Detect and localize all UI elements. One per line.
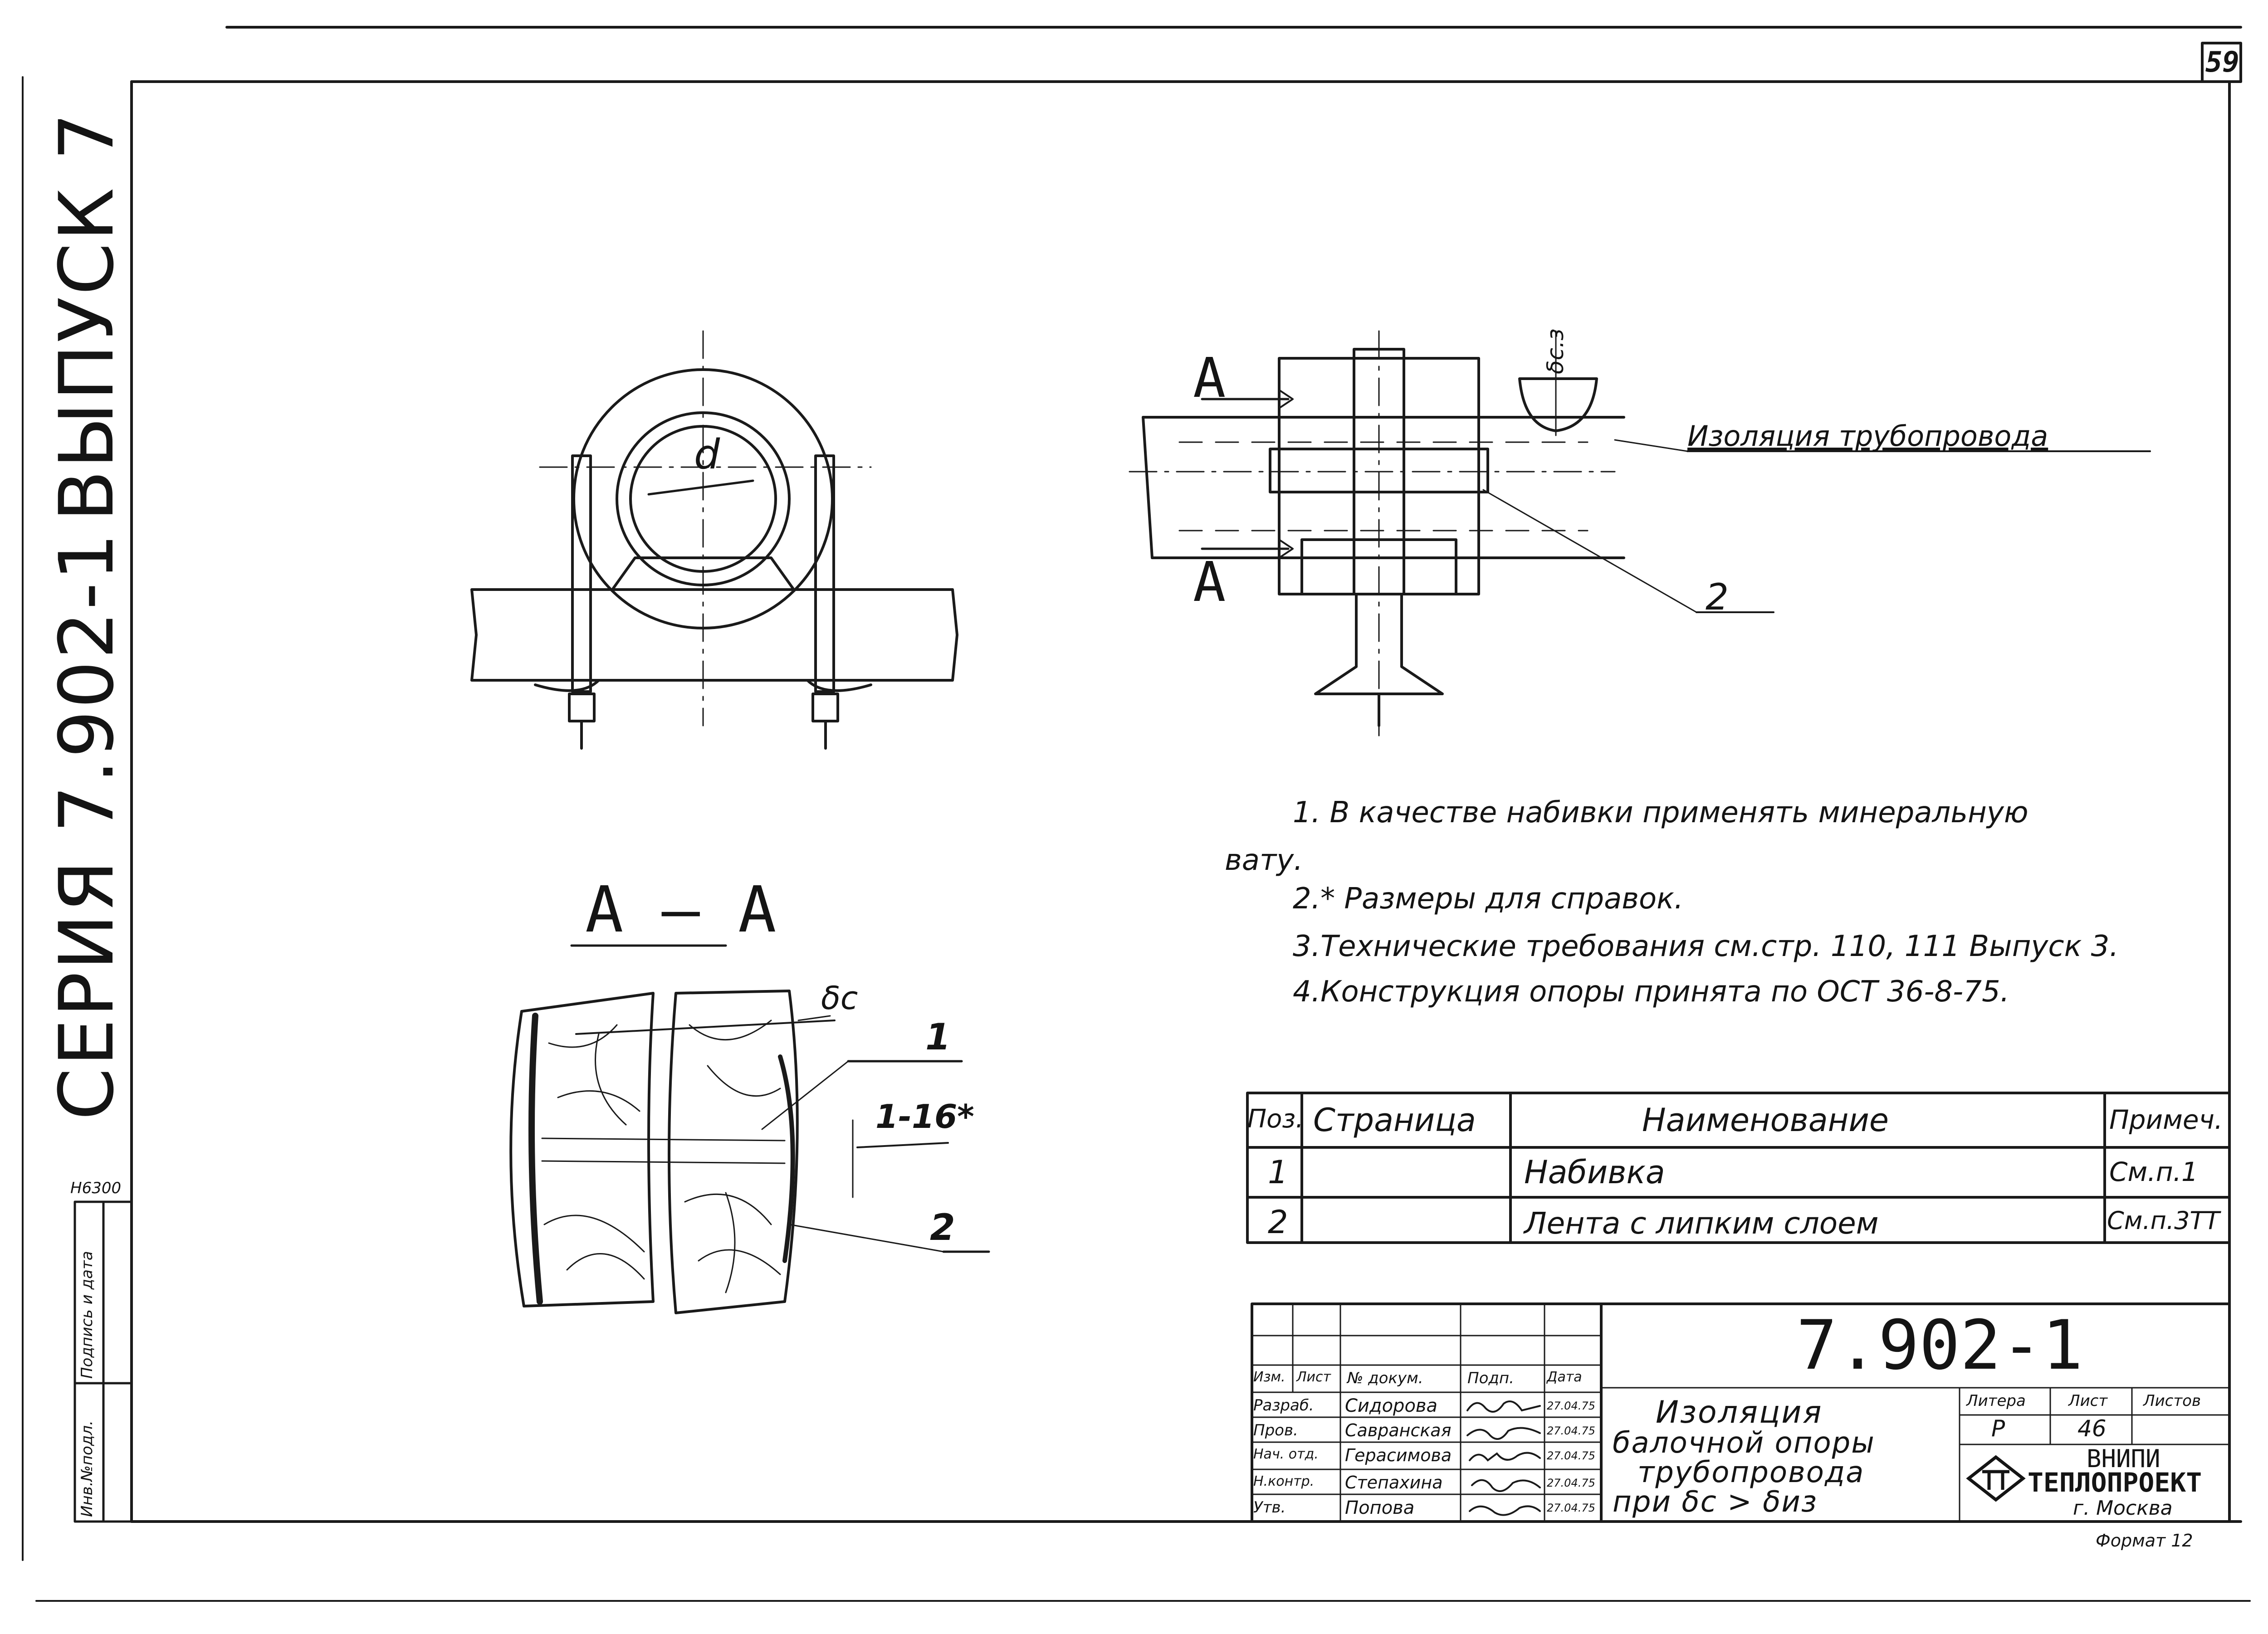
tb-col-date: Дата — [1547, 1369, 1582, 1385]
spec-header-name: Наименование — [1642, 1102, 1889, 1139]
issue-title: ВЫПУСК 7 — [43, 111, 130, 522]
section-mark-top: А — [1193, 347, 1226, 410]
drawing-title-2: балочной опоры — [1613, 1426, 1875, 1460]
plan-view-support — [1129, 330, 2151, 745]
spec-header-note: Примеч. — [2109, 1104, 2223, 1135]
spec-row2-name: Лента с липким слоем — [1524, 1206, 1879, 1241]
org-name-1: ВНИПИ — [2087, 1444, 2160, 1473]
tb-role-5: Утв. — [1253, 1498, 1286, 1517]
spec-header-page: Страница — [1313, 1102, 1476, 1139]
title-block-grid — [1251, 1302, 2231, 1523]
insulation-label: Изоляция трубопровода — [1687, 419, 2048, 453]
spec-row2-pos: 2 — [1268, 1204, 1288, 1241]
note-4: 4.Конструкция опоры принята по ОСТ 36-8-… — [1293, 975, 2009, 1009]
callout-dimension: 1-16* — [875, 1097, 974, 1136]
drawing-title-1: Изоляция — [1656, 1395, 1823, 1430]
org-name-2: ТЕПЛОПРОЕКТ — [2028, 1467, 2202, 1498]
note-1-cont: вату. — [1225, 844, 1303, 877]
section-title-aa: А – А — [585, 873, 777, 947]
tb-sheets-header: Листов — [2143, 1392, 2201, 1410]
signature-date-label: Подпись и дата — [78, 1251, 96, 1379]
note-1: 1. В качестве набивки применять минераль… — [1293, 796, 2028, 829]
tb-col-rev: Изм. — [1253, 1369, 1286, 1385]
tb-name-3: Герасимова — [1345, 1445, 1452, 1465]
tb-date-3: 27.04.75 — [1547, 1449, 1595, 1462]
sheet-number: 59 — [2205, 45, 2239, 78]
tb-stage-header: Литера — [1966, 1392, 2026, 1410]
spec-row1-pos: 1 — [1268, 1154, 1288, 1191]
inventory-code: Н6300 — [70, 1179, 122, 1197]
thickness-label: δс — [821, 980, 858, 1017]
tb-sheet-header: Лист — [2068, 1392, 2108, 1410]
tb-sheet-value: 46 — [2077, 1415, 2107, 1442]
callout-2-top: 2 — [1706, 576, 1729, 618]
inventory-number-label: Инв.№подл. — [78, 1420, 96, 1517]
spec-row2-note: См.п.3ТТ — [2107, 1206, 2220, 1235]
tb-col-docnum: № докум. — [1347, 1369, 1423, 1387]
tb-stage-value: Р — [1991, 1415, 2005, 1442]
series-title: СЕРИЯ 7.902-1 — [43, 531, 130, 1120]
tb-col-sign: Подп. — [1467, 1369, 1514, 1387]
teploproekt-logo — [1966, 1455, 2026, 1502]
thickness-label-top: δс.з — [1542, 328, 1569, 374]
note-3: 3.Технические требования см.стр. 110, 11… — [1293, 930, 2119, 963]
signatures — [1466, 1400, 1541, 1516]
spec-row1-note: См.п.1 — [2109, 1156, 2198, 1187]
tb-name-4: Степахина — [1345, 1473, 1443, 1493]
pipe-diameter-label: d — [694, 431, 720, 478]
document-number: 7.902-1 — [1796, 1306, 2083, 1385]
spec-header-pos: Поз. — [1247, 1104, 1304, 1134]
tb-name-2: Савранская — [1345, 1420, 1452, 1440]
drawing-title-4: при δс > δиз — [1613, 1485, 1818, 1519]
note-2: 2.* Размеры для справок. — [1293, 882, 1684, 916]
callout-1: 1 — [925, 1016, 951, 1058]
tb-date-2: 27.04.75 — [1547, 1424, 1595, 1437]
spec-table-grid — [1246, 1092, 2231, 1244]
format-label: Формат 12 — [2096, 1531, 2193, 1551]
tb-date-5: 27.04.75 — [1547, 1502, 1595, 1514]
inventory-strip — [73, 1200, 133, 1523]
drawing-title-3: трубопровода — [1637, 1456, 1865, 1489]
tb-name-1: Сидорова — [1345, 1395, 1438, 1416]
front-view-support — [470, 330, 958, 750]
tb-role-3: Нач. отд. — [1253, 1446, 1319, 1462]
section-aa — [509, 944, 990, 1314]
tb-col-sheet: Лист — [1296, 1369, 1331, 1385]
spec-row1-name: Набивка — [1524, 1154, 1665, 1191]
tb-role-1: Разраб. — [1253, 1396, 1314, 1415]
tb-date-1: 27.04.75 — [1547, 1400, 1595, 1412]
callout-2-section: 2 — [930, 1206, 955, 1249]
tb-role-2: Пров. — [1253, 1421, 1298, 1439]
section-mark-bottom: А — [1193, 551, 1226, 614]
tb-date-4: 27.04.75 — [1547, 1477, 1595, 1489]
tb-name-5: Попова — [1345, 1497, 1415, 1518]
tb-role-4: Н.контр. — [1253, 1473, 1315, 1489]
org-city: г. Москва — [2073, 1497, 2173, 1520]
